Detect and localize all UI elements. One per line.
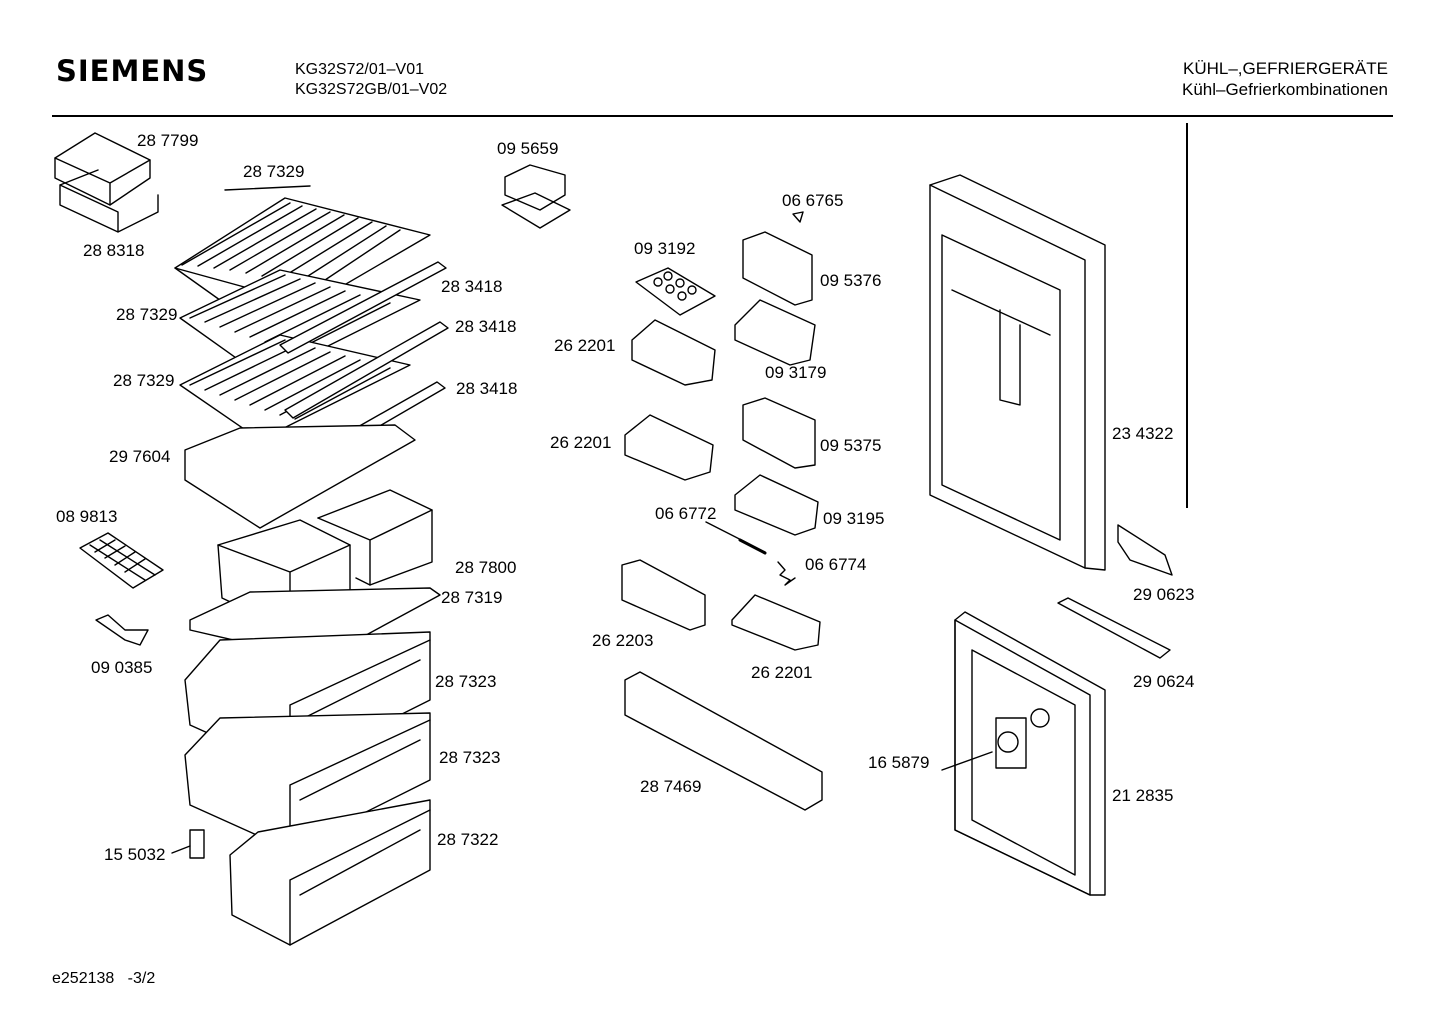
- part-label: 26 2201: [751, 663, 813, 682]
- door-trim-part: [1057, 597, 1171, 659]
- hinge-pin-part: [738, 538, 767, 555]
- part-label: 26 2201: [554, 336, 616, 355]
- door-trim-part: [1117, 524, 1173, 576]
- part-label: 28 7469: [640, 777, 702, 796]
- part-label: 26 2201: [550, 433, 612, 452]
- part-label: 28 3418: [456, 379, 518, 398]
- category-title: KÜHL–,GEFRIERGERÄTE: [1183, 59, 1388, 78]
- part-label: 28 3418: [441, 277, 503, 296]
- ice-tray-part: [79, 532, 164, 589]
- ice-scraper-part: [95, 614, 149, 646]
- part-label: 06 6765: [782, 191, 844, 210]
- part-label: 06 6772: [655, 504, 717, 523]
- door-bin-part: [621, 231, 823, 811]
- page-number: -3/2: [127, 970, 156, 987]
- part-label: 28 8318: [83, 241, 145, 260]
- butter-dish-part: [54, 132, 159, 233]
- part-label: 28 7329: [113, 371, 175, 390]
- part-label: 28 7323: [435, 672, 497, 691]
- part-label: 28 3418: [455, 317, 517, 336]
- part-label: 28 7323: [439, 748, 501, 767]
- part-label: 23 4322: [1112, 424, 1174, 443]
- lower-door-part: [954, 611, 1106, 896]
- category-subtitle: Kühl–Gefrierkombinationen: [1181, 80, 1388, 99]
- header-rule: [52, 115, 1393, 117]
- part-label: 09 0385: [91, 658, 153, 677]
- part-label: 15 5032: [104, 845, 166, 864]
- upper-door-part: [929, 174, 1106, 571]
- document-id: e252138: [52, 970, 115, 987]
- part-label: 28 7319: [441, 588, 503, 607]
- part-label: 06 6774: [805, 555, 867, 574]
- glass-cover-part: [184, 424, 416, 529]
- part-label: 09 5659: [497, 139, 559, 158]
- part-label: 28 7322: [437, 830, 499, 849]
- part-label: 09 3179: [765, 363, 827, 382]
- leader-line: [171, 845, 191, 854]
- part-label: 28 7800: [455, 558, 517, 577]
- footer-doc-ref: e252138 -3/2: [52, 970, 155, 988]
- part-label: 29 0624: [1133, 672, 1195, 691]
- freezer-drawer-part: [184, 631, 431, 946]
- part-label: 09 3192: [634, 239, 696, 258]
- part-label: 08 9813: [56, 507, 118, 526]
- screw-part: [792, 211, 804, 223]
- brand-logo: SIEMENS: [56, 54, 209, 88]
- part-label: 09 5375: [820, 436, 882, 455]
- section-divider: [1186, 123, 1188, 508]
- part-label: 16 5879: [868, 753, 930, 772]
- model-number-1: KG32S72/01–V01: [295, 61, 424, 78]
- part-label: 29 7604: [109, 447, 171, 466]
- part-label: 09 3195: [823, 509, 885, 528]
- part-label: 21 2835: [1112, 786, 1174, 805]
- egg-tray-part: [635, 267, 716, 316]
- part-label: 28 7329: [116, 305, 178, 324]
- clip-part: [189, 829, 205, 859]
- part-label: 29 0623: [1133, 585, 1195, 604]
- model-number-2: KG32S72GB/01–V02: [295, 81, 448, 98]
- part-label: 28 7799: [137, 131, 199, 150]
- part-label: 09 5376: [820, 271, 882, 290]
- spring-part: [777, 561, 796, 586]
- glass-shelf-part: [179, 269, 421, 453]
- leader-line: [941, 751, 993, 771]
- small-cover-part: [501, 164, 571, 229]
- part-label: 26 2203: [592, 631, 654, 650]
- part-label: 28 7329: [243, 162, 305, 181]
